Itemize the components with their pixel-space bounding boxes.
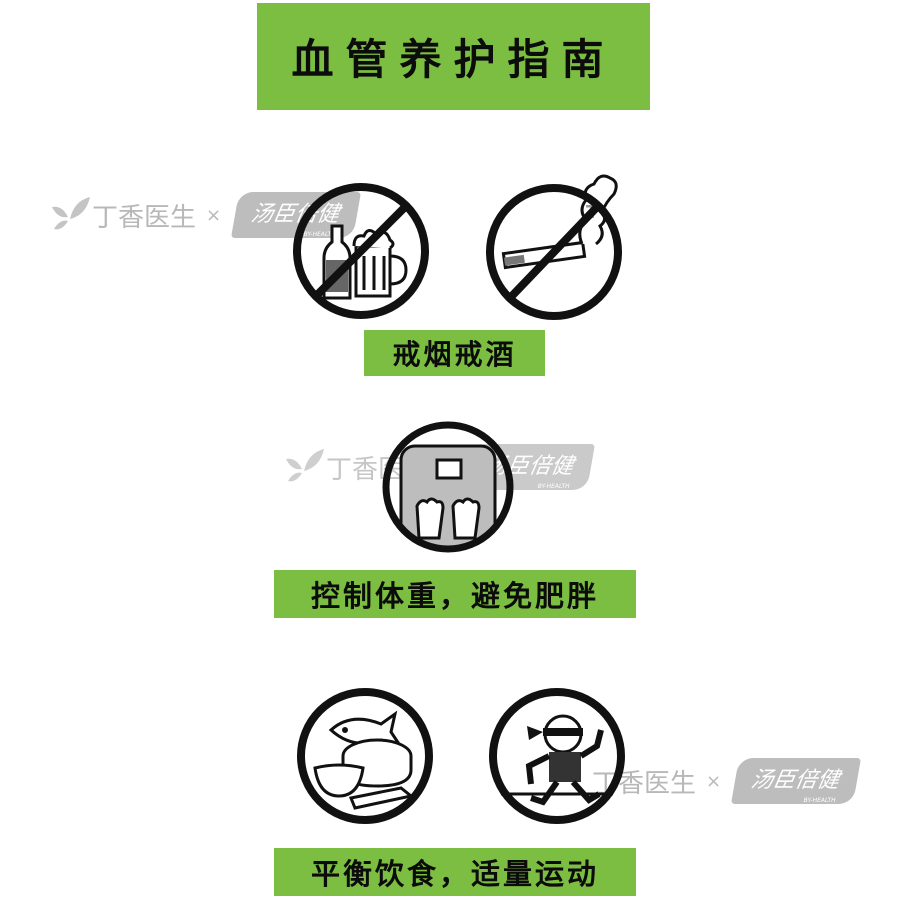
- leaf-logo-icon: [286, 449, 324, 482]
- running-person-icon: [489, 688, 625, 824]
- watermark-left: 丁香医生: [92, 202, 197, 233]
- section-caption: 控制体重，避免肥胖: [274, 570, 636, 618]
- page-title: 血管养护指南: [257, 3, 650, 110]
- no-smoking-icon: T: [486, 174, 622, 320]
- section-caption: 平衡饮食，适量运动: [274, 848, 636, 896]
- watermark-x: ×: [706, 770, 722, 792]
- no-alcohol-icon: [293, 183, 429, 319]
- watermark-x: ×: [206, 204, 222, 226]
- weight-scale-icon: [382, 421, 514, 553]
- healthy-food-icon: [297, 688, 433, 824]
- section-caption: 戒烟戒酒: [364, 330, 545, 376]
- leaf-logo-icon: [52, 197, 90, 230]
